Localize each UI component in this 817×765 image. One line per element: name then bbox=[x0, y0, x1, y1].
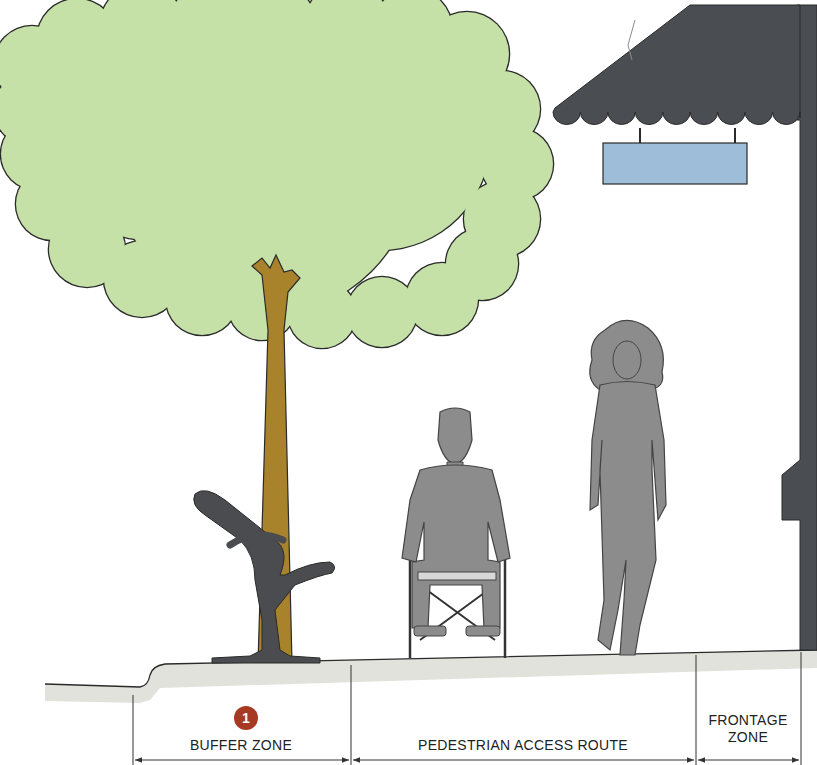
awning-shape bbox=[553, 5, 800, 125]
zone-label: PEDESTRIAN ACCESS ROUTE bbox=[418, 737, 628, 754]
foot bbox=[466, 626, 500, 636]
head bbox=[438, 408, 472, 464]
crown-fill bbox=[347, 277, 417, 347]
crown-fill bbox=[406, 263, 478, 335]
callout-circle: 1 bbox=[234, 706, 258, 730]
sign-hanger bbox=[639, 128, 641, 143]
dimension-tick bbox=[696, 655, 697, 765]
body bbox=[402, 465, 510, 628]
pedestrian bbox=[590, 320, 666, 655]
wheelchair-user bbox=[402, 408, 510, 658]
sidewalk-edge bbox=[45, 650, 817, 687]
zone-label: FRONTAGE ZONE bbox=[705, 712, 791, 746]
callout-number: 1 bbox=[242, 711, 250, 725]
foot bbox=[414, 626, 446, 636]
zone-label: BUFFER ZONE bbox=[190, 737, 292, 754]
bench-armrest bbox=[230, 535, 283, 545]
body bbox=[590, 382, 666, 656]
bench bbox=[194, 491, 335, 663]
hanging-sign bbox=[603, 143, 747, 184]
dimension-line bbox=[698, 760, 799, 761]
dimension-tick bbox=[133, 695, 134, 765]
dimension-tick bbox=[801, 652, 802, 765]
dimension-line bbox=[353, 760, 694, 761]
sign-hanger bbox=[734, 128, 736, 143]
sidewalk-slab bbox=[45, 650, 817, 703]
wheel bbox=[409, 560, 412, 658]
awning bbox=[553, 5, 800, 125]
dimension-lines bbox=[133, 652, 801, 765]
seat bbox=[418, 572, 496, 580]
dimension-tick bbox=[351, 665, 352, 765]
head bbox=[613, 341, 641, 379]
wheel bbox=[504, 560, 507, 658]
hair bbox=[590, 320, 664, 390]
bench-frame bbox=[194, 491, 335, 663]
crown-outline bbox=[346, 276, 419, 349]
dimension-line bbox=[135, 760, 349, 761]
awning-crease bbox=[628, 20, 635, 60]
